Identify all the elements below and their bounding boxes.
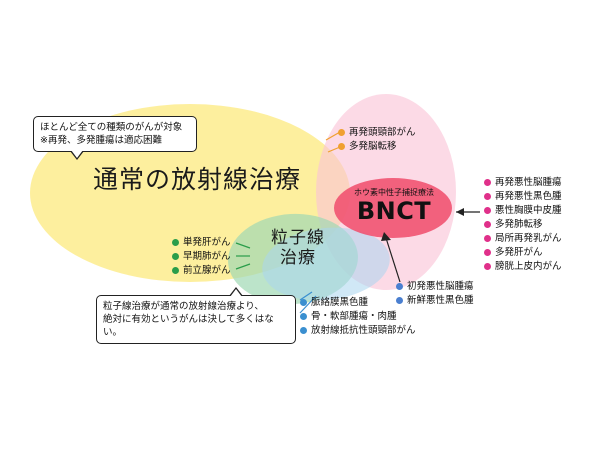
callout-tail-fill — [230, 289, 242, 297]
callout-conventional-line1: ほとんど全ての種類のがんが対象 — [40, 122, 183, 133]
label-particle-therapy: 粒子線 治療 — [248, 228, 348, 268]
list-item-label: 新鮮悪性黒色腫 — [407, 295, 474, 306]
list-item: 多発肺転移 — [484, 218, 562, 231]
list-item: 脈絡膜黒色腫 — [300, 296, 416, 309]
label-conventional-radiotherapy: 通常の放射線治療 — [92, 165, 301, 194]
bullet-dot-icon — [338, 143, 345, 150]
list-item-label: 初発悪性脳腫瘍 — [407, 281, 474, 292]
list-item-label: 再発悪性黒色腫 — [495, 191, 562, 202]
list-item-label: 脈絡膜黒色腫 — [311, 297, 369, 308]
list-item-label: 放射線抵抗性頭頸部がん — [311, 325, 416, 336]
callout-particle-line1: 粒子線治療が通常の放射線治療より、 — [103, 301, 264, 312]
list-item-label: 前立腺がん — [183, 265, 231, 276]
label-particle-therapy-line1: 粒子線 — [271, 228, 325, 248]
bnct-title: BNCT — [356, 197, 432, 225]
bullet-dot-icon — [484, 207, 491, 214]
list-item: 局所再発乳がん — [484, 232, 562, 245]
region-bnct — [334, 178, 452, 238]
list-item: 新鮮悪性黒色腫 — [396, 294, 474, 307]
bullet-dot-icon — [484, 221, 491, 228]
list-bnct-upper-indications: 再発頭頸部がん多発脳転移 — [338, 126, 416, 154]
bnct-subtitle: ホウ素中性子捕捉療法 — [354, 188, 434, 197]
list-particle-blue-indications: 脈絡膜黒色腫骨・軟部腫瘍・肉腫放射線抵抗性頭頸部がん — [300, 296, 416, 338]
list-item-label: 再発悪性脳腫瘍 — [495, 177, 562, 188]
bullet-dot-icon — [300, 299, 307, 306]
callout-conventional-note: ほとんど全ての種類のがんが対象 ※再発、多発腫瘍は適応困難 — [33, 116, 197, 160]
list-item-label: 早期肺がん — [183, 251, 231, 262]
bullet-dot-icon — [172, 239, 179, 246]
list-particle-indications: 単発肝がん早期肺がん前立腺がん — [172, 236, 231, 278]
bullet-dot-icon — [300, 327, 307, 334]
list-item: 単発肝がん — [172, 236, 231, 249]
list-item: 早期肺がん — [172, 250, 231, 263]
list-item-label: 多発脳転移 — [349, 141, 397, 152]
list-item: 多発肝がん — [484, 246, 562, 259]
list-item-label: 多発肺転移 — [495, 219, 543, 230]
callout-conventional-line2: ※再発、多発腫瘍は適応困難 — [40, 135, 162, 146]
bullet-dot-icon — [484, 179, 491, 186]
list-bnct-lower-indications: 初発悪性脳腫瘍新鮮悪性黒色腫 — [396, 280, 474, 308]
list-item-label: 単発肝がん — [183, 237, 231, 248]
bullet-dot-icon — [300, 313, 307, 320]
list-bnct-indications: 再発悪性脳腫瘍再発悪性黒色腫悪性胸膜中皮腫多発肺転移局所再発乳がん多発肝がん膀胱… — [484, 176, 562, 274]
bullet-dot-icon — [396, 297, 403, 304]
list-item: 放射線抵抗性頭頸部がん — [300, 324, 416, 337]
callout-tail-fill — [71, 150, 83, 158]
bullet-dot-icon — [396, 283, 403, 290]
label-bnct-block: ホウ素中性子捕捉療法 BNCT — [344, 188, 444, 224]
bullet-dot-icon — [172, 253, 179, 260]
list-item-label: 局所再発乳がん — [495, 233, 562, 244]
list-item-label: 多発肝がん — [495, 247, 543, 258]
label-particle-therapy-line2: 治療 — [280, 248, 316, 268]
list-item: 前立腺がん — [172, 264, 231, 277]
list-item: 再発悪性黒色腫 — [484, 190, 562, 203]
bullet-dot-icon — [484, 235, 491, 242]
list-item: 多発脳転移 — [338, 140, 416, 153]
list-item-label: 骨・軟部腫瘍・肉腫 — [311, 311, 397, 322]
bullet-dot-icon — [172, 267, 179, 274]
list-item: 再発悪性脳腫瘍 — [484, 176, 562, 189]
list-item: 再発頭頸部がん — [338, 126, 416, 139]
bullet-dot-icon — [484, 263, 491, 270]
bullet-dot-icon — [484, 249, 491, 256]
list-item: 悪性胸膜中皮腫 — [484, 204, 562, 217]
callout-particle-note: 粒子線治療が通常の放射線治療より、 絶対に有効というがんは決して多くはない。 — [96, 287, 296, 344]
callout-particle-line2: 絶対に有効というがんは決して多くはない。 — [103, 314, 274, 338]
bullet-dot-icon — [338, 129, 345, 136]
list-item-label: 再発頭頸部がん — [349, 127, 416, 138]
list-item: 骨・軟部腫瘍・肉腫 — [300, 310, 416, 323]
list-item-label: 膀胱上皮内がん — [495, 261, 562, 272]
bullet-dot-icon — [484, 193, 491, 200]
list-item-label: 悪性胸膜中皮腫 — [495, 205, 562, 216]
list-item: 初発悪性脳腫瘍 — [396, 280, 474, 293]
list-item: 膀胱上皮内がん — [484, 260, 562, 273]
